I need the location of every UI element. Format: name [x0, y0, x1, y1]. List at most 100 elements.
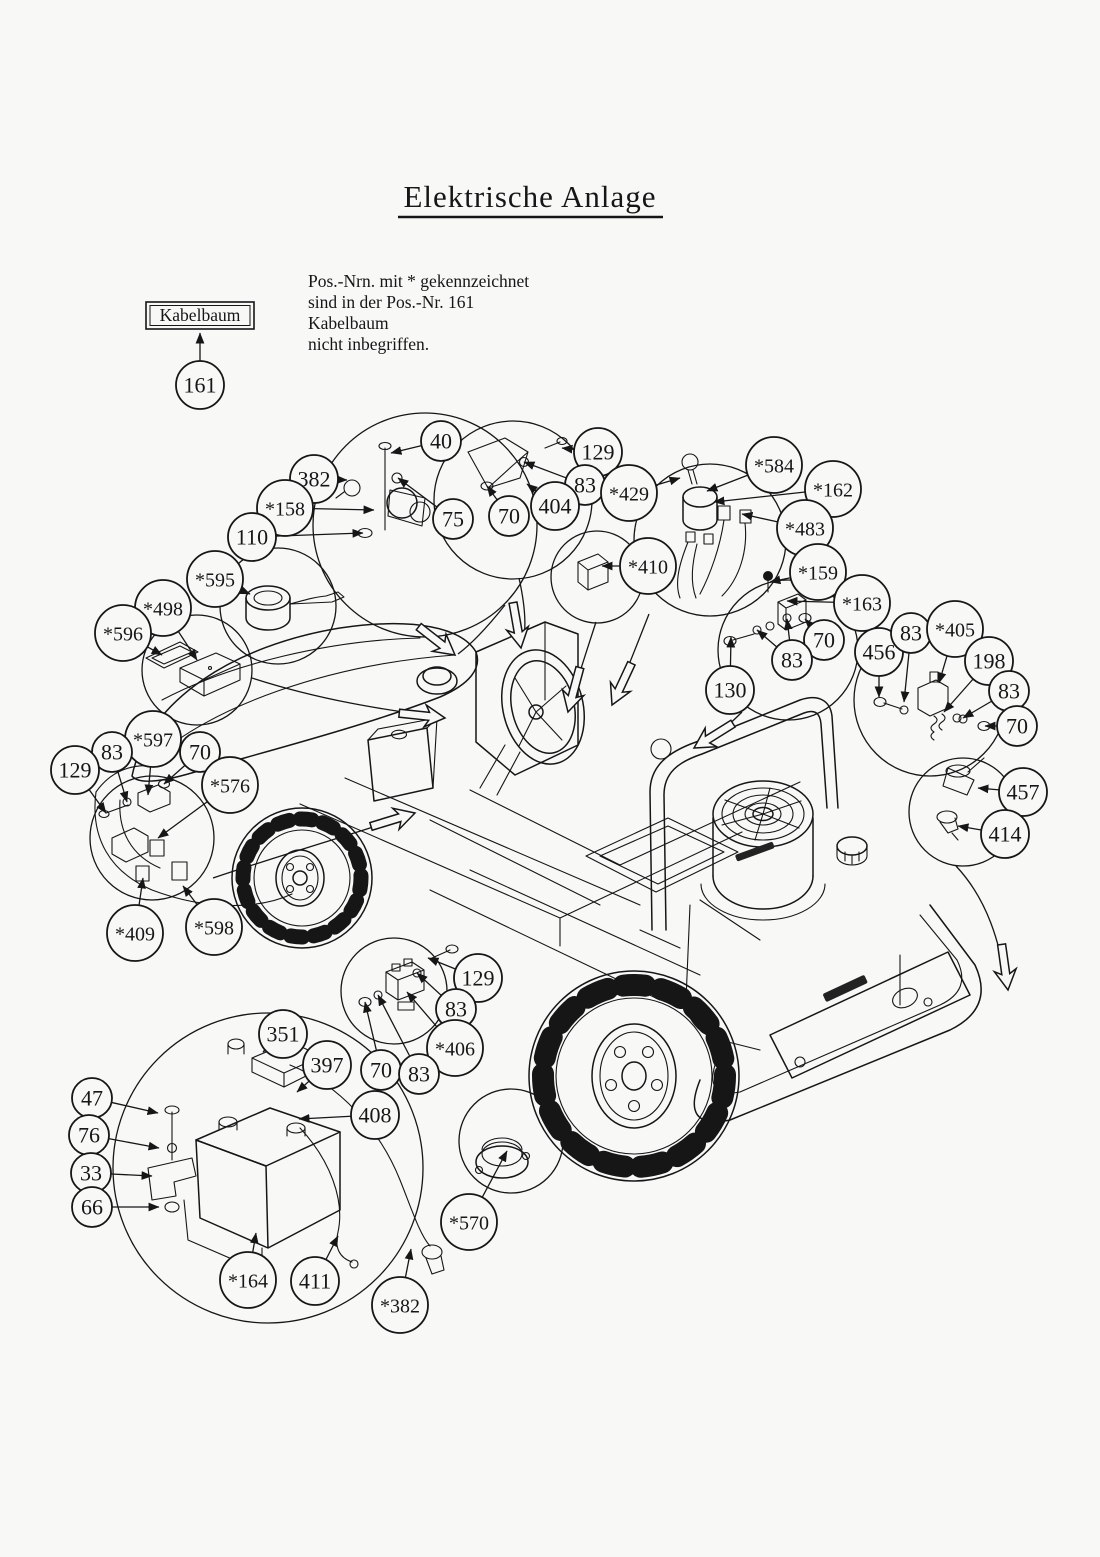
leader-line	[404, 1248, 414, 1278]
callout-star-382: *382	[371, 1248, 429, 1334]
leader-line	[977, 784, 1000, 794]
callout-label: 70	[189, 740, 211, 765]
leader-line	[726, 636, 736, 667]
flow-arrows	[212, 577, 1018, 992]
callout-circle	[600, 464, 658, 522]
front-wheel	[231, 807, 373, 949]
callout-circle	[106, 904, 164, 962]
ignition-switch-parts	[677, 453, 752, 599]
callout-83: 83	[91, 731, 133, 803]
callout-66: 66	[71, 1186, 160, 1228]
callout-label: *595	[195, 570, 235, 592]
leader-line	[943, 678, 974, 713]
callout-161: 161	[175, 332, 225, 410]
callout-label: *158	[265, 499, 305, 521]
callout-83: 83	[416, 972, 477, 1030]
leader-line	[427, 957, 456, 970]
callout-83: 83	[377, 994, 440, 1095]
callout-label: *382	[380, 1296, 420, 1318]
leader-line	[406, 991, 438, 1028]
callout-label: *409	[115, 924, 155, 946]
callout-351: 351	[258, 1009, 308, 1059]
leader-line	[786, 596, 835, 606]
leader-line	[363, 1001, 378, 1051]
leader-line	[713, 491, 806, 506]
callout-circle	[745, 436, 803, 494]
callout-129: 129	[561, 427, 623, 477]
callout-label: 70	[1006, 714, 1028, 739]
callout-star-595: *595	[186, 550, 251, 608]
callout-label: *597	[133, 730, 173, 752]
leader-line	[110, 1171, 153, 1180]
callout-label: *410	[628, 557, 668, 579]
cap-570	[474, 1137, 531, 1179]
callout-70: 70	[163, 731, 221, 785]
callout-76: 76	[68, 1114, 160, 1156]
callout-label: 83	[574, 473, 596, 498]
callout-circle	[302, 1040, 352, 1090]
note-line: Pos.-Nrn. mit * gekennzeichnet	[308, 271, 529, 291]
callout-411: 411	[290, 1235, 340, 1306]
callout-404: 404	[526, 481, 580, 531]
callout-457: 457	[977, 767, 1048, 817]
callout-star-405: *405	[926, 600, 984, 684]
callout-label: 129	[59, 758, 92, 783]
callout-circle	[201, 756, 259, 814]
callout-label: 70	[370, 1058, 392, 1083]
callout-label: *405	[935, 620, 975, 642]
note-block: Pos.-Nrn. mit * gekennzeichnet sind in d…	[308, 271, 529, 354]
callout-130: 130	[705, 636, 755, 715]
leader-line	[937, 655, 948, 684]
page-title: Elektrische Anlage	[404, 179, 657, 214]
callout-circle	[398, 1053, 440, 1095]
callout-129: 129	[427, 953, 503, 1003]
leader-line	[296, 1080, 310, 1093]
callout-circle	[290, 1256, 340, 1306]
callout-label: *163	[842, 594, 882, 616]
module-498	[179, 652, 241, 697]
callout-label: 129	[582, 440, 615, 465]
callout-label: 198	[973, 649, 1006, 674]
callout-star-570: *570	[440, 1150, 508, 1251]
callout-397: 397	[296, 1040, 352, 1093]
leader-line	[88, 789, 107, 814]
callout-star-406: *406	[406, 991, 484, 1077]
callout-label: *576	[210, 776, 250, 798]
callout-label: 83	[900, 621, 922, 646]
callout-circle	[186, 550, 244, 608]
callout-star-596: *596	[94, 604, 163, 662]
callout-label: 411	[299, 1269, 331, 1294]
callout-label: 404	[539, 494, 572, 519]
callout-circle	[530, 481, 580, 531]
callout-circle	[219, 1251, 277, 1309]
callout-circle	[426, 1019, 484, 1077]
callout-47: 47	[71, 1077, 159, 1119]
callout-star-164: *164	[219, 1232, 277, 1309]
roll-bar	[639, 696, 839, 949]
callout-circle	[440, 1193, 498, 1251]
callout-circle	[619, 537, 677, 595]
leader-line	[137, 877, 146, 906]
harness-label-text: Kabelbaum	[160, 305, 241, 325]
callout-label: 83	[445, 997, 467, 1022]
callout-circle	[258, 1009, 308, 1059]
leader-line	[561, 444, 575, 454]
callout-circle	[227, 512, 277, 562]
leader-line	[741, 511, 778, 523]
callout-label: 110	[236, 525, 268, 550]
callout-75: 75	[397, 477, 474, 540]
callout-circle	[453, 953, 503, 1003]
rear-bumper	[693, 904, 982, 1123]
leader-line	[769, 575, 791, 585]
callout-circle	[771, 639, 813, 681]
leader-line	[397, 477, 438, 508]
callout-label: 83	[101, 740, 123, 765]
fuse-holder-parts	[98, 779, 188, 882]
leader-line	[962, 700, 993, 719]
callout-label: *498	[143, 599, 183, 621]
callout-70: 70	[803, 618, 845, 661]
leader-line	[111, 1101, 159, 1115]
leader-line	[117, 770, 129, 803]
callout-83: 83	[756, 618, 813, 681]
callout-label: 70	[813, 628, 835, 653]
